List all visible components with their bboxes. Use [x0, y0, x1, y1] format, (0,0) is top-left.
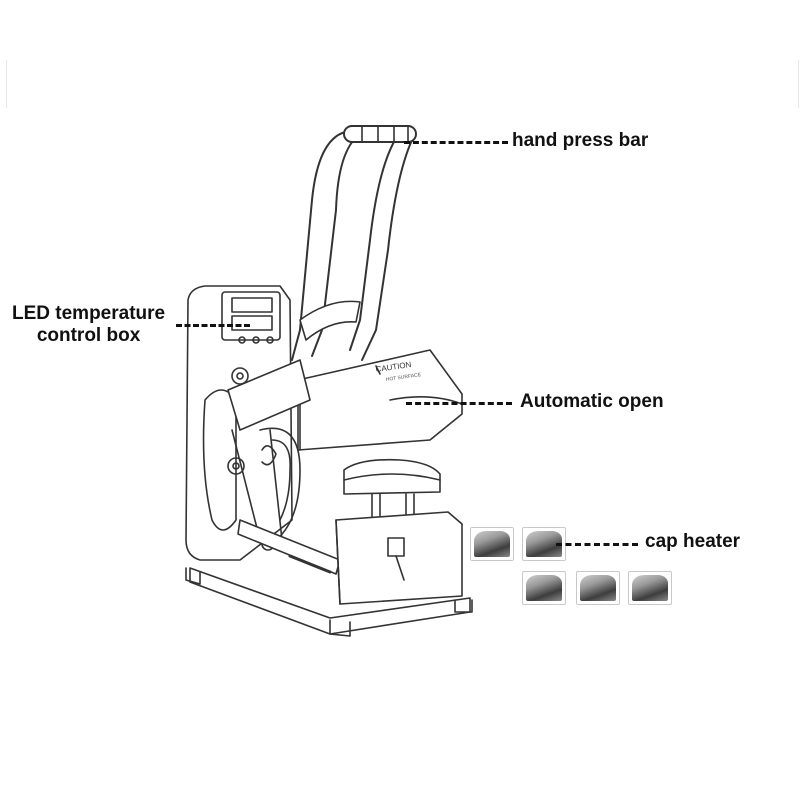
label-cap-heater: cap heater: [645, 531, 741, 552]
leader-automatic-open: [406, 402, 512, 405]
cap-heater-plate-1: [470, 527, 514, 561]
lower-platen: [335, 458, 463, 605]
cap-heater-plate-5: [628, 571, 672, 605]
label-led-line2: control box: [36, 325, 141, 346]
leader-hand-press-bar: [404, 141, 508, 144]
frame-edge-left: [6, 60, 7, 108]
label-hand-press-bar: hand press bar: [512, 130, 649, 151]
leader-led-control-box: [176, 324, 250, 327]
handle-arms: [291, 125, 417, 361]
machine-base: [185, 567, 473, 637]
leader-cap-heater: [556, 543, 638, 546]
label-automatic-open: Automatic open: [520, 391, 664, 412]
frame-edge-right: [798, 60, 799, 108]
cap-heater-plate-4: [576, 571, 620, 605]
cap-heater-plate-3: [522, 571, 566, 605]
linkage-arms: [227, 359, 341, 575]
caution-subtext: HOT SURFACE: [385, 372, 422, 383]
label-led-control-box: LED temperature control box: [12, 303, 165, 347]
label-led-line1: LED temperature: [12, 303, 166, 324]
